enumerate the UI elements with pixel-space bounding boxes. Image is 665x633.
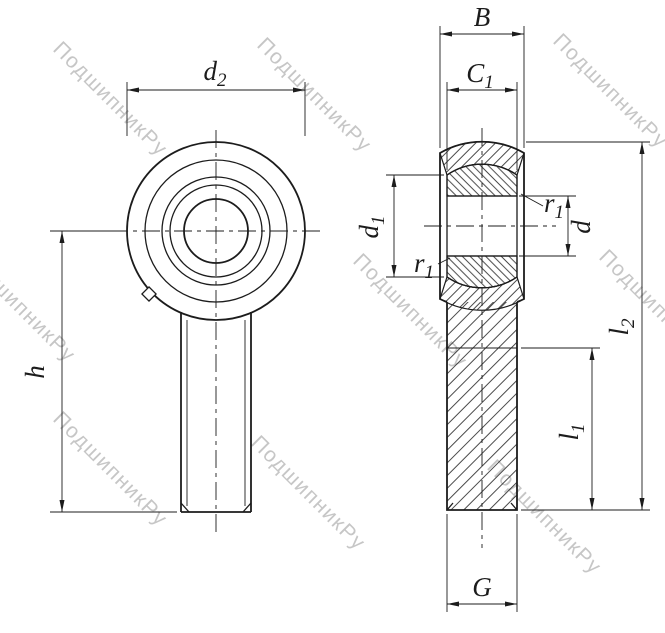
chamfer-line <box>446 502 454 511</box>
bore-circle <box>183 198 249 264</box>
dimension-C1: C1 <box>446 58 518 170</box>
ball-outer-circle <box>161 176 271 286</box>
front-view: d2 h <box>20 56 322 532</box>
radius-r1-top: r1 <box>520 188 564 223</box>
dimension-h: h <box>20 230 177 513</box>
radius-r1-bottom: r1 <box>414 248 451 283</box>
label-l2: l2 <box>604 318 639 336</box>
housing-outline <box>439 140 525 303</box>
label-d: d <box>566 220 596 234</box>
dimension-G: G <box>446 514 518 612</box>
dimension-l2: l2 <box>521 141 650 511</box>
label-r1-top: r1 <box>544 188 564 223</box>
leader-line <box>437 257 451 265</box>
leader-line <box>520 193 544 207</box>
label-B: B <box>474 2 491 32</box>
side-view: B C1 d1 d r1 r1 <box>354 2 650 612</box>
section-hatching <box>439 141 525 510</box>
dimension-B: B <box>439 2 525 148</box>
chamfer-line <box>180 502 190 513</box>
front-shank <box>180 312 252 513</box>
side-outlines <box>439 140 525 511</box>
housing-circle <box>144 159 288 303</box>
label-r1-bottom: r1 <box>414 248 434 283</box>
label-l1: l1 <box>554 423 589 440</box>
ball-outline <box>446 163 518 289</box>
dimension-d1: d1 <box>354 174 444 278</box>
chamfer-line <box>510 502 518 511</box>
shank-thread-section <box>447 302 517 510</box>
shank-outline <box>446 302 518 511</box>
label-d1: d1 <box>354 216 389 239</box>
dimension-d: d <box>519 195 596 257</box>
label-C1: C1 <box>466 58 494 93</box>
clamp-notch <box>141 286 157 302</box>
label-d2: d2 <box>204 56 228 91</box>
label-G: G <box>472 572 492 602</box>
label-h: h <box>20 365 50 379</box>
chamfer-line <box>242 502 252 513</box>
ball-inner-circle <box>169 184 263 278</box>
dimension-d2: d2 <box>126 56 306 136</box>
head-outer-circle <box>126 141 306 321</box>
dimension-l1: l1 <box>521 347 600 510</box>
head-rings <box>126 141 306 321</box>
